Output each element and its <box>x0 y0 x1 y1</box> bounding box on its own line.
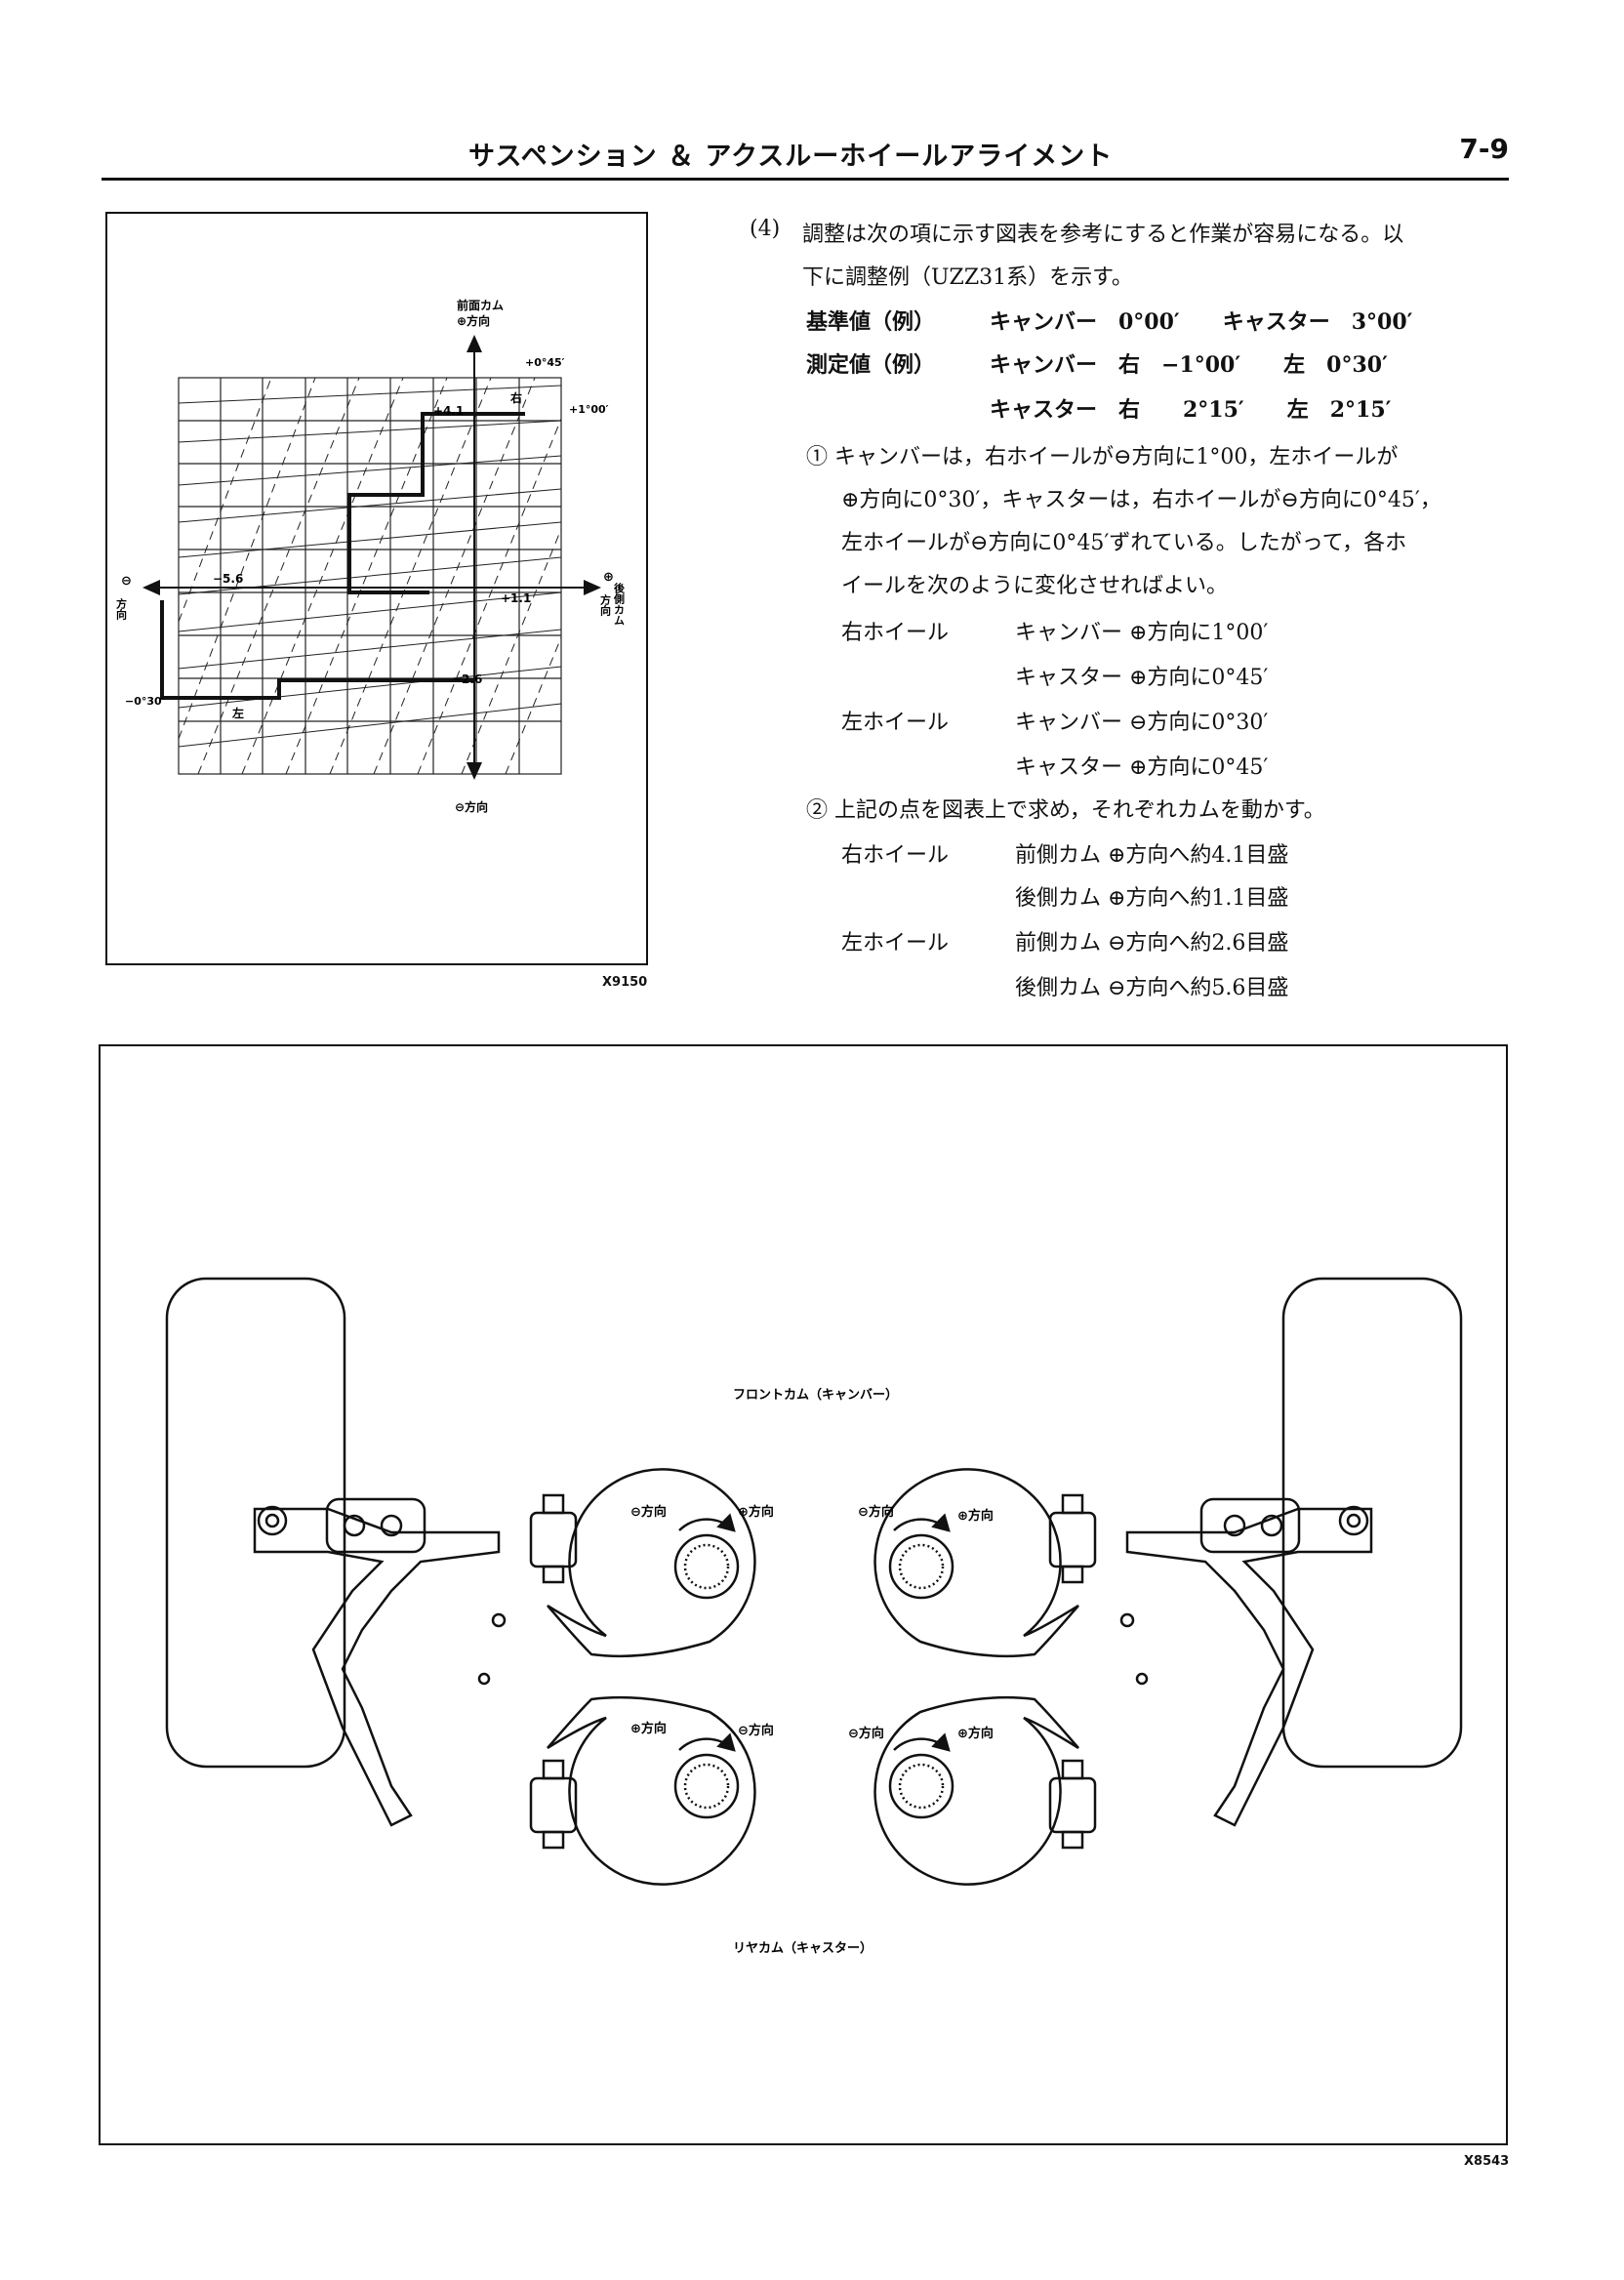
rear-right-plus: ⊕方向 <box>957 1726 994 1741</box>
step1-line-1: ① キャンバーは，右ホイールが⊖方向に1°00，左ホイールが <box>806 445 1399 469</box>
figure2-code: X8543 <box>1464 2154 1510 2169</box>
rear-left-minus: ⊖方向 <box>738 1723 774 1738</box>
step1-line-2: ⊕方向に0°30′，キャスターは，右ホイールが⊖方向に0°45′， <box>841 488 1441 512</box>
suspension-illustration: フロントカム（キャンバー） リヤカム（キャスター） ⊖方向 ⊕方向 ⊖方向 ⊕方… <box>165 1277 1463 1956</box>
left-wheel-label: 左ホイール <box>841 711 950 735</box>
right-wheel <box>1281 1277 1463 1769</box>
header-rule <box>102 178 1509 181</box>
step1-line-4: イールを次のように変化させればよい。 <box>841 574 1229 598</box>
suspension-figure-frame <box>99 1044 1508 2145</box>
front-left-minus: ⊖方向 <box>630 1504 667 1520</box>
chart-val-p11: +1.1 <box>501 591 531 605</box>
standard-label: 基準値（例） <box>806 309 936 335</box>
left-wheel-front-cam: 前側カム ⊖方向へ約2.6目盛 <box>1015 931 1289 956</box>
chart-val-m26: −2.6 <box>452 672 482 686</box>
chart-camber-top-1: +0°45′ <box>525 356 565 369</box>
chart-left-text: 方向 <box>115 597 128 621</box>
chart-val-m56: −5.6 <box>213 572 243 586</box>
right-wheel-2-label: 右ホイール <box>841 843 950 868</box>
rear-left-plus: ⊕方向 <box>630 1721 667 1736</box>
measured-values-2: キャスター 右 2°15′ 左 2°15′ <box>990 397 1392 423</box>
right-wheel-caster: キャスター ⊕方向に0°45′ <box>1015 666 1269 690</box>
header-title: サスペンション ＆ アクスルーホイールアライメント <box>468 142 1114 172</box>
measured-values-1: キャンバー 右 −1°00′ 左 0°30′ <box>990 352 1388 378</box>
measured-label: 測定値（例） <box>806 352 936 378</box>
right-wheel-rear-cam: 後側カム ⊕方向へ約1.1目盛 <box>1015 886 1289 911</box>
chart-label-right: 右 <box>509 390 522 405</box>
step1-line-3: 左ホイールが⊖方向に0°45′ずれている。したがって，各ホ <box>841 531 1407 555</box>
standard-values: キャンバー 0°00′ キャスター 3°00′ <box>990 309 1413 335</box>
para-line-1: 調整は次の項に示す図表を参考にすると作業が容易になる。以 <box>802 223 1404 247</box>
chart-top-label-2: ⊕方向 <box>457 313 490 328</box>
step2-line-1: ② 上記の点を図表上で求め，それぞれカムを動かす。 <box>806 798 1325 823</box>
rear-right-minus: ⊖方向 <box>848 1726 884 1741</box>
item-number: (4) <box>750 217 781 241</box>
left-wheel-2-label: 左ホイール <box>841 931 950 956</box>
chart-right-symbol: ⊕ <box>603 570 614 585</box>
right-wheel-camber: キャンバー ⊕方向に1°00′ <box>1015 621 1269 645</box>
left-wheel-rear-cam: 後側カム ⊖方向へ約5.6目盛 <box>1015 976 1289 1000</box>
para-line-2: 下に調整例（UZZ31系）を示す。 <box>802 265 1133 290</box>
figure1-code: X9150 <box>602 975 648 990</box>
page-number: 7-9 <box>1459 133 1509 165</box>
chart-top-label-1: 前面カム <box>457 298 504 312</box>
chart-val-p41: +4.1 <box>433 404 464 418</box>
right-wheel-front-cam: 前側カム ⊕方向へ約4.1目盛 <box>1015 843 1289 868</box>
left-wheel-caster: キャスター ⊕方向に0°45′ <box>1015 755 1269 780</box>
chart-left-symbol: ⊖ <box>121 574 132 589</box>
front-right-plus: ⊕方向 <box>957 1508 994 1524</box>
front-right-minus: ⊖方向 <box>858 1504 894 1520</box>
chart-camber-top-2: +1°00′ <box>569 403 609 416</box>
left-wheel-camber: キャンバー ⊖方向に0°30′ <box>1015 711 1269 735</box>
chart-label-left: 左 <box>231 706 244 720</box>
front-cam-caption: フロントカム（キャンバー） <box>733 1387 898 1403</box>
rear-cam-caption: リヤカム（キャスター） <box>733 1940 873 1956</box>
right-wheel-label: 右ホイール <box>841 621 950 645</box>
front-left-plus: ⊕方向 <box>738 1504 774 1520</box>
chart-camber-left: −0°30′ <box>125 695 165 708</box>
chart-right-text-1: 方向 <box>599 593 612 617</box>
chart-bottom-label: ⊖方向 <box>455 799 488 814</box>
adjustment-chart-frame <box>105 212 648 965</box>
adjustment-chart: 前面カム ⊕方向 +0°45′ +1°00′ 右 +4.1 +1.1 −2.6 … <box>115 298 627 814</box>
chart-right-text-2: 後側カム <box>613 582 627 626</box>
